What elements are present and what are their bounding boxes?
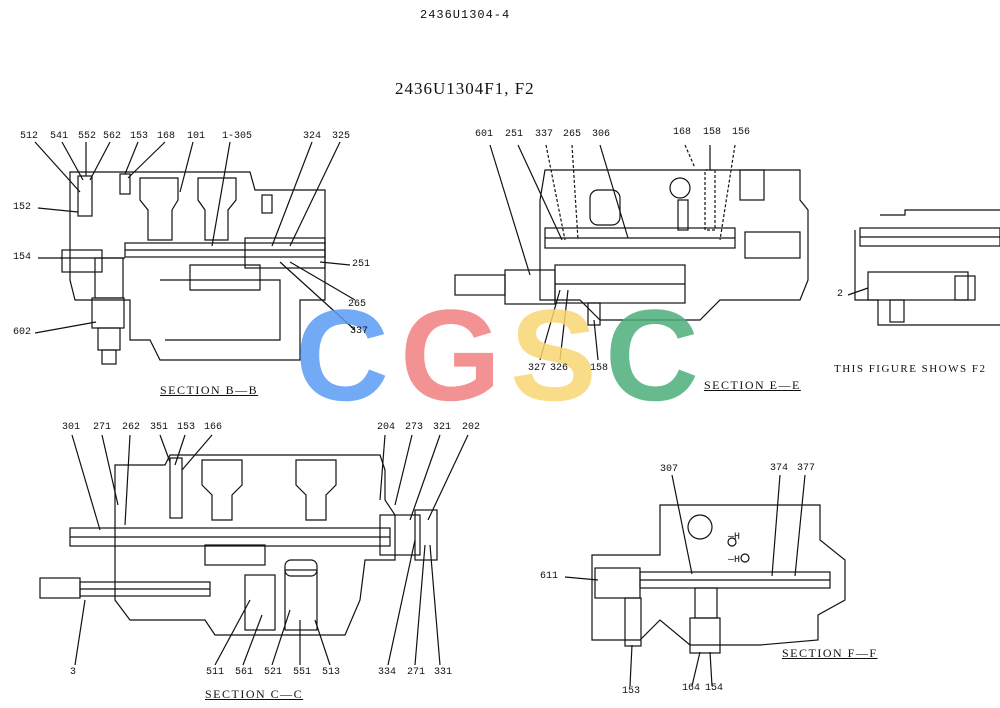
part-label: 273 xyxy=(405,422,424,433)
watermark-letter-c1: C xyxy=(295,295,389,415)
part-label: 168 xyxy=(673,127,692,138)
part-label: 158 xyxy=(590,363,609,374)
part-label: 327 xyxy=(528,363,547,374)
part-label: 154 xyxy=(705,683,724,694)
part-label: 337 xyxy=(350,326,369,337)
part-label: 164 xyxy=(682,683,701,694)
section-bb-drawing xyxy=(34,141,356,365)
part-label: 306 xyxy=(592,129,611,140)
part-label: 202 xyxy=(462,422,481,433)
section-ff-title: SECTION F—F xyxy=(782,646,878,660)
part-label: 251 xyxy=(505,129,524,140)
watermark-letter-s: S xyxy=(510,295,597,415)
part-label: 1-305 xyxy=(222,131,253,142)
part-label: 561 xyxy=(235,667,254,678)
part-label: 334 xyxy=(378,667,397,678)
part-label: 153 xyxy=(622,686,641,697)
part-label: 271 xyxy=(407,667,426,678)
part-label: 265 xyxy=(563,129,582,140)
part-label: 204 xyxy=(377,422,396,433)
part-label: 602 xyxy=(13,327,32,338)
part-label: 101 xyxy=(187,131,206,142)
part-label: 513 xyxy=(322,667,341,678)
section-marker-h: —H xyxy=(728,532,741,543)
part-label: 551 xyxy=(293,667,312,678)
part-label: 611 xyxy=(540,571,559,582)
part-label: 512 xyxy=(20,131,39,142)
section-cc-drawing xyxy=(39,434,469,666)
section-ee-drawing xyxy=(454,144,809,361)
part-label: 511 xyxy=(206,667,225,678)
part-label: 351 xyxy=(150,422,169,433)
document-number: 2436U1304-4 xyxy=(420,8,511,22)
watermark-letter-c2: C xyxy=(605,295,699,415)
drawing-title: 2436U1304F1, F2 xyxy=(395,79,535,98)
part-label: 153 xyxy=(130,131,149,142)
section-bb-title: SECTION B—B xyxy=(160,383,259,397)
part-label: 262 xyxy=(122,422,141,433)
section-cc-title: SECTION C—C xyxy=(205,687,304,701)
part-label: 3 xyxy=(70,667,77,678)
part-label: 152 xyxy=(13,202,32,213)
part-label: 324 xyxy=(303,131,322,142)
part-label: 325 xyxy=(332,131,351,142)
part-label: 321 xyxy=(433,422,452,433)
part-label: 601 xyxy=(475,129,494,140)
part-label: 307 xyxy=(660,464,679,475)
part-label: 156 xyxy=(732,127,751,138)
f2-partial-drawing xyxy=(847,209,1000,326)
section-ff-drawing xyxy=(564,474,846,687)
part-label: 331 xyxy=(434,667,453,678)
part-label: 166 xyxy=(204,422,223,433)
part-label: 562 xyxy=(103,131,122,142)
part-label: 374 xyxy=(770,463,789,474)
f2-note: THIS FIGURE SHOWS F2 xyxy=(834,363,987,375)
part-label: 377 xyxy=(797,463,816,474)
part-label: 271 xyxy=(93,422,112,433)
part-label: 154 xyxy=(13,252,32,263)
part-label: 541 xyxy=(50,131,69,142)
part-label: 552 xyxy=(78,131,97,142)
part-label: 168 xyxy=(157,131,176,142)
part-label: 158 xyxy=(703,127,722,138)
section-marker-h: —H xyxy=(728,555,741,566)
cgsc-watermark: C G S C xyxy=(295,295,699,415)
part-label: 301 xyxy=(62,422,81,433)
part-label: 2 xyxy=(837,289,844,300)
part-label: 326 xyxy=(550,363,569,374)
part-label: 521 xyxy=(264,667,283,678)
watermark-letter-g: G xyxy=(400,295,501,415)
part-label: 337 xyxy=(535,129,554,140)
part-label: 153 xyxy=(177,422,196,433)
part-label: 265 xyxy=(348,299,367,310)
section-ee-title: SECTION E—E xyxy=(704,378,801,392)
part-label: 251 xyxy=(352,259,371,270)
